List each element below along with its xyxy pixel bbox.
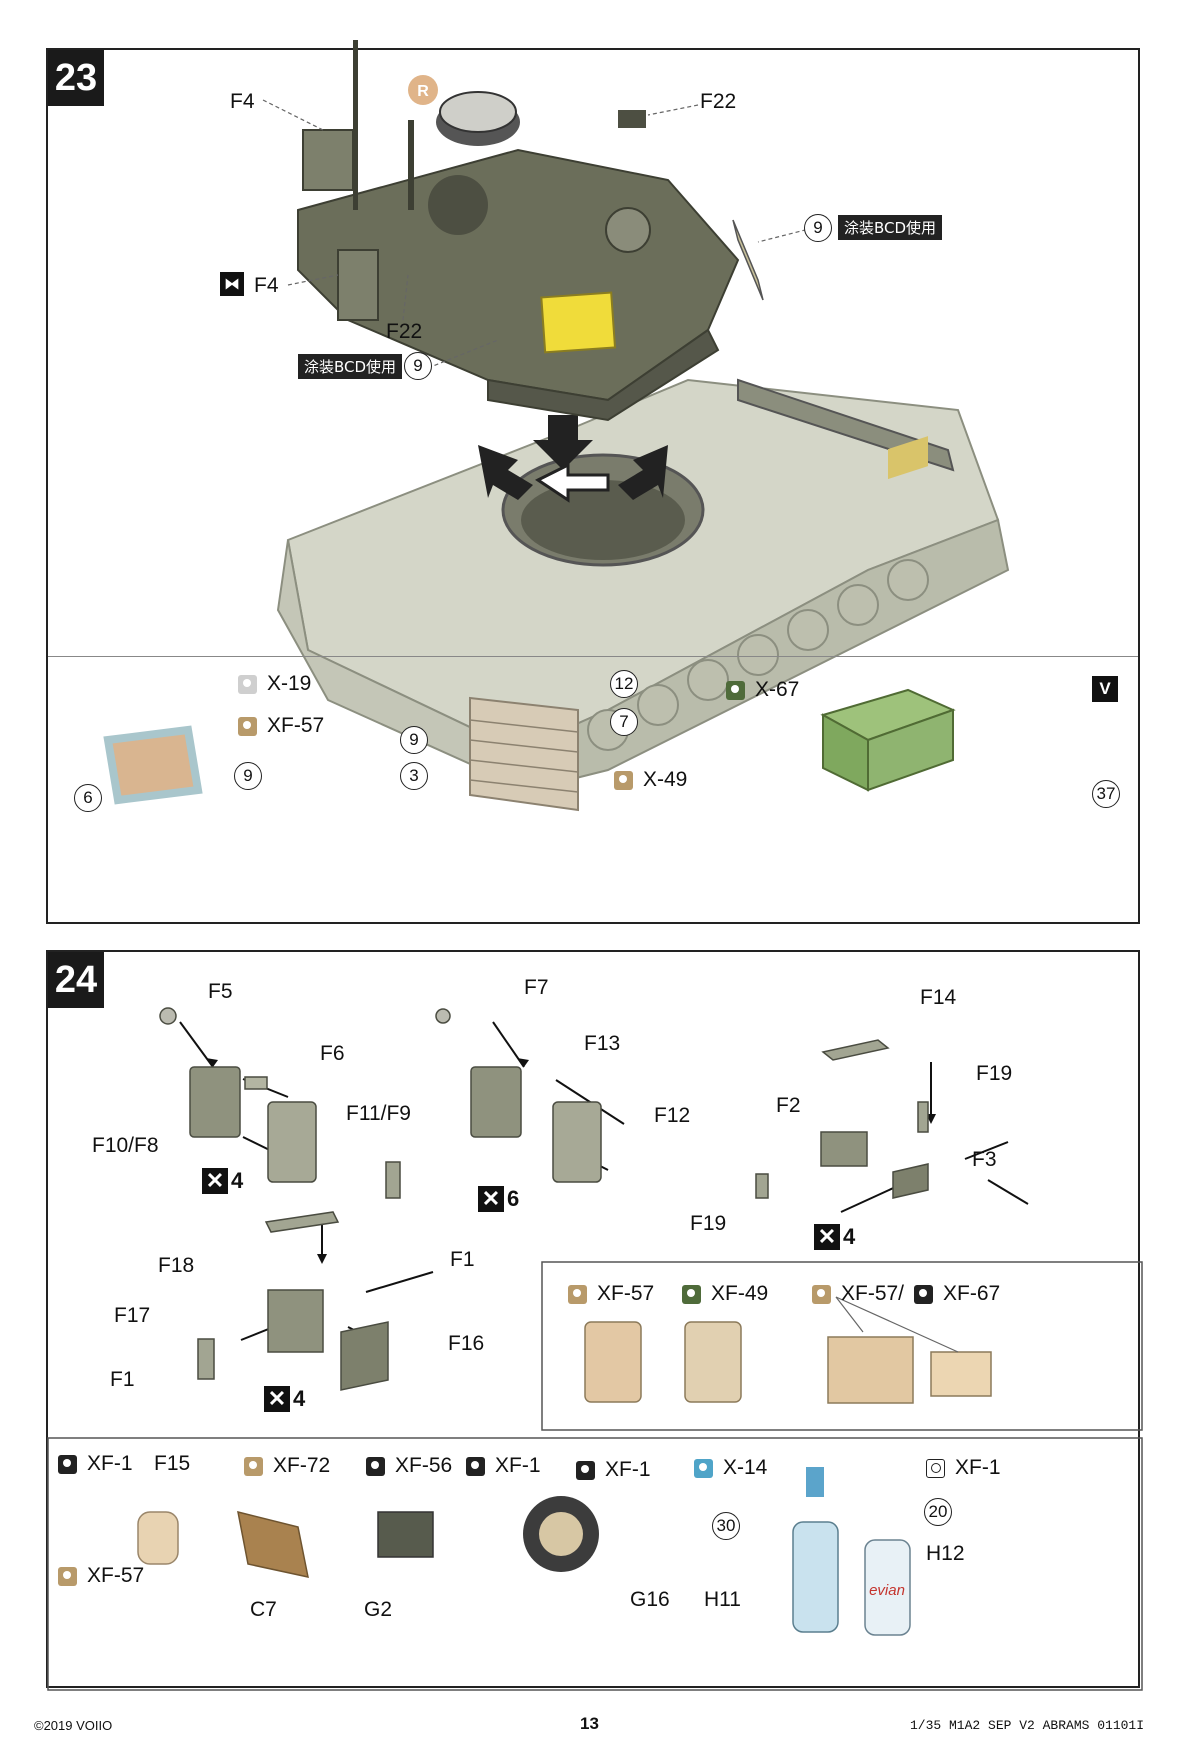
label-f14: F14 [920, 986, 957, 1009]
footer-page-number: 13 [580, 1714, 599, 1733]
decal-6: 6 [74, 784, 102, 812]
decal-30: 30 [712, 1512, 740, 1540]
mirror-icon: ⧓ [220, 272, 244, 296]
step-23-panel: 23 [46, 40, 1140, 924]
label-f4-top: F4 [230, 90, 255, 113]
multiply-badge: ✕4 [814, 1224, 855, 1250]
bottom-row-parts: evian [137, 1467, 911, 1636]
paint-icon [58, 1566, 77, 1586]
label-f1-left: F1 [110, 1368, 135, 1391]
paint-icon [568, 1284, 587, 1304]
multiply-badge: ✕4 [202, 1168, 243, 1194]
label-f10: F10/F8 [92, 1134, 159, 1157]
jp-note-mid: 涂装BCD使用 [298, 354, 403, 379]
v-logo-icon: V [1092, 676, 1118, 702]
label-f7: F7 [524, 976, 549, 999]
step-24-illustration: evian [47, 1007, 1143, 1691]
decal-9-a: 9 [234, 762, 262, 790]
label-f5: F5 [208, 980, 233, 1003]
x-icon: ✕ [202, 1168, 228, 1194]
paint-xf1-d: XF-1 [926, 1456, 1001, 1480]
paint-icon [694, 1458, 713, 1478]
paint-xf56: XF-56 [366, 1454, 452, 1478]
label-f11: F11/F9 [346, 1102, 411, 1125]
paint-xf57: XF-57 [568, 1282, 654, 1306]
paint-icon [58, 1454, 77, 1474]
paint-icon [366, 1456, 385, 1476]
evian-label: evian [869, 1582, 905, 1599]
decal-9-mid: 9 [404, 352, 432, 380]
paint-x49: X-49 [614, 768, 687, 792]
label-f12: F12 [654, 1104, 691, 1127]
footer-product: 1/35 M1A2 SEP V2 ABRAMS 01101I [910, 1718, 1145, 1733]
paint-xf57-xf67: XF-57/XF-67 [812, 1282, 1000, 1306]
multiply-badge: ✕6 [478, 1186, 519, 1212]
decal-7: 7 [610, 708, 638, 736]
paint-xf49: XF-49 [682, 1282, 768, 1306]
label-h12: H12 [926, 1542, 965, 1565]
x-icon: ✕ [478, 1186, 504, 1212]
label-f3: F3 [972, 1148, 997, 1171]
step-24-panel: 24 [46, 950, 1143, 1691]
label-f2: F2 [776, 1094, 801, 1117]
paint-icon [926, 1458, 945, 1478]
step-23-illustration: R [103, 40, 1010, 812]
label-h11: H11 [704, 1588, 741, 1611]
label-g16: G16 [630, 1588, 670, 1611]
paint-xf1-b: XF-1 [466, 1454, 541, 1478]
decal-37: 37 [1092, 780, 1120, 808]
paint-icon [914, 1284, 934, 1304]
paint-x19: X-19 [238, 672, 311, 696]
footer-copyright: ©2019 VOIIO [34, 1718, 113, 1733]
decal-3: 3 [400, 762, 428, 790]
paint-icon [614, 770, 633, 790]
label-c7: C7 [250, 1598, 277, 1621]
paint-icon [244, 1456, 263, 1476]
multiply-badge: ✕4 [264, 1386, 305, 1412]
label-f19-top: F19 [976, 1062, 1013, 1085]
x-icon: ✕ [814, 1224, 840, 1250]
decal-9-b: 9 [400, 726, 428, 754]
step-number: 24 [48, 952, 104, 1008]
paint-icon [238, 716, 257, 736]
paint-icon [576, 1460, 595, 1480]
label-f6: F6 [320, 1042, 345, 1065]
paint-x14: X-14 [694, 1456, 767, 1480]
decal-9-right: 9 [804, 214, 832, 242]
paint-box-parts [584, 1321, 992, 1404]
step-23-divider [48, 656, 1138, 657]
label-f19-bottom: F19 [690, 1212, 727, 1235]
paint-xf1-a: XF-1 [58, 1452, 133, 1476]
label-f17: F17 [114, 1304, 151, 1327]
label-f13: F13 [584, 1032, 621, 1055]
paint-icon [682, 1284, 701, 1304]
jp-note-right: 涂装BCD使用 [838, 215, 943, 240]
label-f15: F15 [154, 1452, 191, 1475]
label-f22-mid: F22 [386, 320, 423, 343]
decal-12: 12 [610, 670, 638, 698]
paint-xf1-c: XF-1 [576, 1458, 651, 1482]
paint-x67: X-67 [726, 678, 799, 702]
label-f16: F16 [448, 1332, 485, 1355]
label-f4-left: F4 [254, 274, 279, 297]
paint-xf72: XF-72 [244, 1454, 330, 1478]
label-f1-right: F1 [450, 1248, 475, 1271]
hatch-part: R [408, 75, 520, 146]
paint-xf57-bottom: XF-57 [58, 1564, 144, 1588]
paint-icon [726, 680, 745, 700]
paint-row-parts [103, 436, 956, 812]
jerry-can-parts [159, 1007, 929, 1391]
decal-20: 20 [924, 1498, 952, 1526]
paint-icon [812, 1284, 831, 1304]
paint-icon [466, 1456, 485, 1476]
paint-icon [238, 674, 257, 694]
paint-xf57: XF-57 [238, 714, 324, 738]
svg-text:R: R [417, 83, 429, 100]
label-f18: F18 [158, 1254, 195, 1277]
x-icon: ✕ [264, 1386, 290, 1412]
label-g2: G2 [364, 1598, 393, 1621]
step-number: 23 [48, 50, 104, 106]
tank-turret [297, 40, 764, 422]
label-f22-top: F22 [700, 90, 737, 113]
